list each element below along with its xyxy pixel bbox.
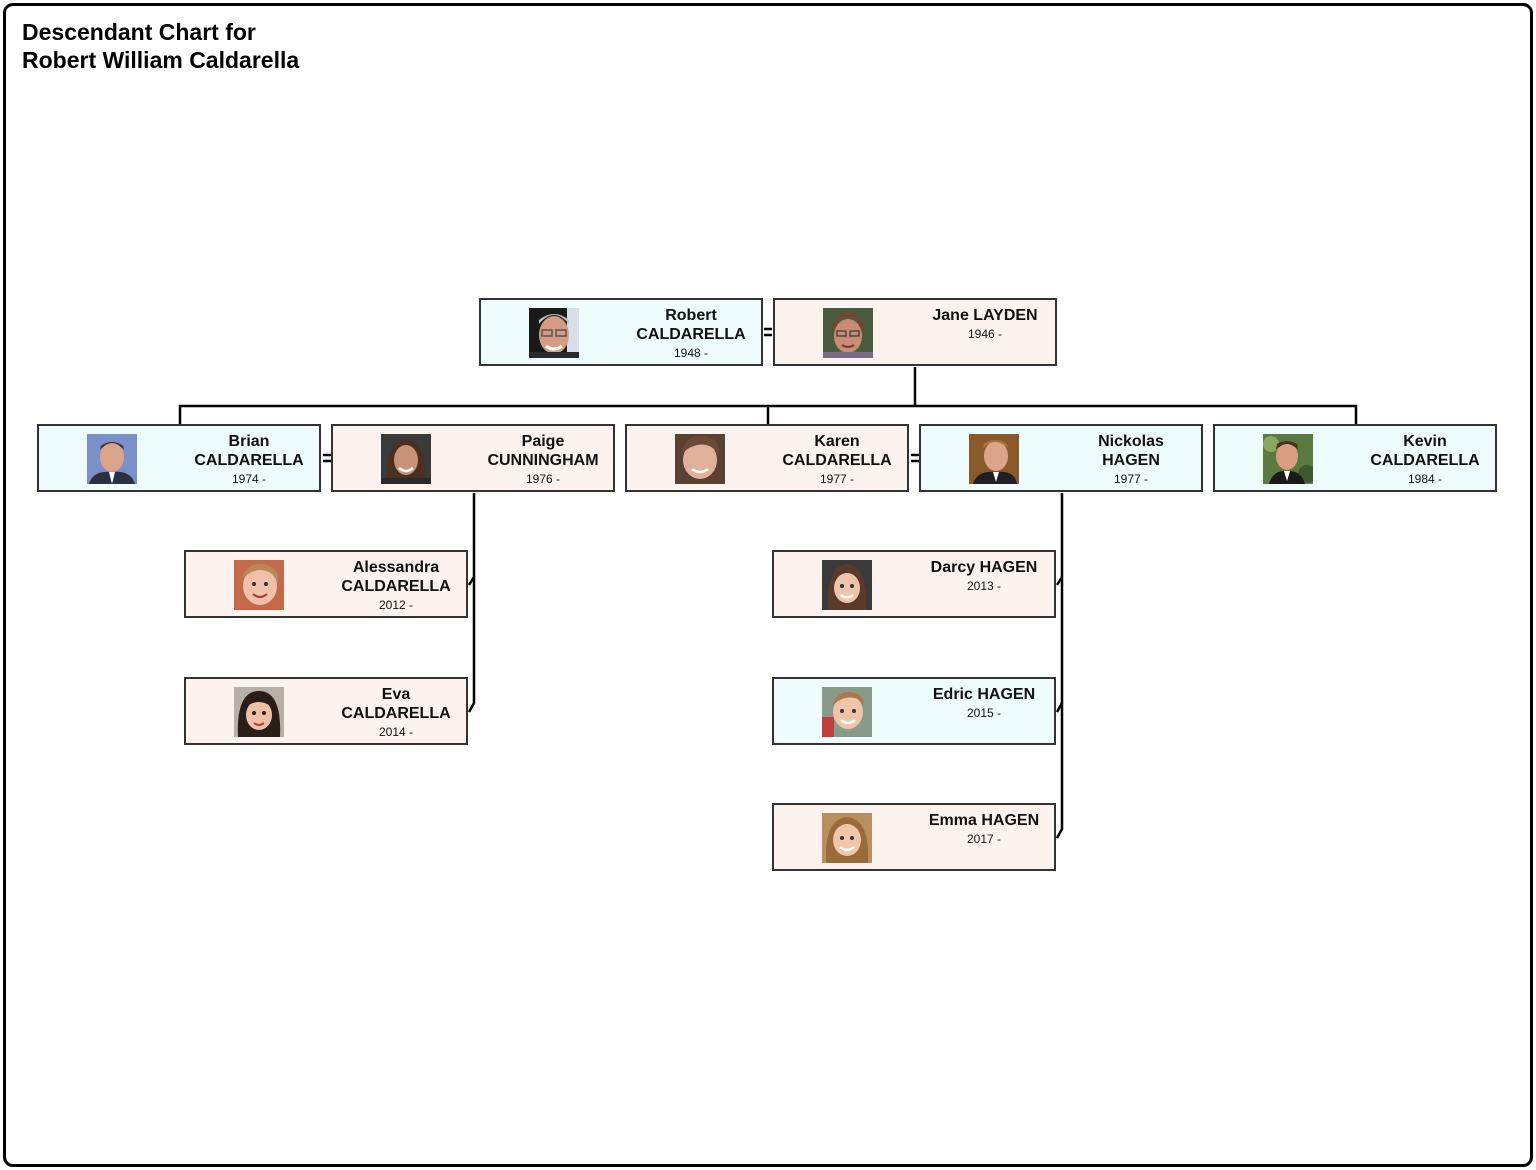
chart-title: Descendant Chart for Robert William Cald… <box>22 18 299 74</box>
person-dates: 2015 - <box>966 706 1002 720</box>
person-box-darcy[interactable]: Darcy HAGEN 2013 - <box>772 550 1056 618</box>
person-given-name: Brian <box>228 433 270 450</box>
portrait-photo <box>822 560 872 610</box>
person-box-emma[interactable]: Emma HAGEN 2017 - <box>772 803 1056 871</box>
person-dates: 1948 - <box>673 346 709 360</box>
person-given-name: Nickolas <box>1098 433 1164 450</box>
portrait-photo <box>675 434 725 484</box>
descent-line-karen-nickolas <box>1055 493 1064 839</box>
person-dates: 1976 - <box>525 472 561 486</box>
person-surname: CALDARELLA <box>782 452 892 469</box>
portrait-photo <box>234 560 284 610</box>
person-dates: 1977 - <box>1113 472 1149 486</box>
person-surname: CUNNINGHAM <box>487 452 599 469</box>
person-given-name: Emma HAGEN <box>928 812 1040 829</box>
person-given-name: Darcy HAGEN <box>930 559 1038 576</box>
person-box-karen[interactable]: Karen CALDARELLA 1977 - <box>625 424 909 492</box>
person-box-eva[interactable]: Eva CALDARELLA 2014 - <box>184 677 468 745</box>
person-given-name: Kevin <box>1403 433 1447 450</box>
descent-line-brian-paige <box>467 493 476 713</box>
person-given-name: Karen <box>814 433 860 450</box>
person-given-name: Eva <box>381 686 411 703</box>
person-surname: CALDARELLA <box>1370 452 1480 469</box>
person-dates: 1946 - <box>967 327 1003 341</box>
portrait-photo <box>381 434 431 484</box>
person-given-name: Robert <box>665 307 717 324</box>
person-box-alessandra[interactable]: Alessandra CALDARELLA 2012 - <box>184 550 468 618</box>
person-dates: 2017 - <box>966 832 1002 846</box>
person-surname: HAGEN <box>1102 452 1160 469</box>
portrait-photo <box>969 434 1019 484</box>
person-surname: CALDARELLA <box>194 452 304 469</box>
person-dates: 2014 - <box>378 725 414 739</box>
person-dates: 1977 - <box>819 472 855 486</box>
person-box-jane[interactable]: Jane LAYDEN 1946 - <box>773 298 1057 366</box>
portrait-photo <box>1263 434 1313 484</box>
portrait-photo <box>822 687 872 737</box>
person-surname: CALDARELLA <box>636 326 746 343</box>
person-given-name: Alessandra <box>352 559 440 576</box>
person-given-name: Jane LAYDEN <box>932 307 1038 324</box>
person-dates: 2012 - <box>378 598 414 612</box>
person-surname: CALDARELLA <box>341 578 451 595</box>
person-box-paige[interactable]: Paige CUNNINGHAM 1976 - <box>331 424 615 492</box>
portrait-photo <box>822 813 872 863</box>
person-box-kevin[interactable]: Kevin CALDARELLA 1984 - <box>1213 424 1497 492</box>
person-box-edric[interactable]: Edric HAGEN 2015 - <box>772 677 1056 745</box>
person-given-name: Paige <box>521 433 565 450</box>
person-box-brian[interactable]: Brian CALDARELLA 1974 - <box>37 424 321 492</box>
portrait-photo <box>234 687 284 737</box>
person-dates: 2013 - <box>966 579 1002 593</box>
chart-title-line2: Robert William Caldarella <box>22 47 300 73</box>
portrait-photo <box>823 308 873 358</box>
portrait-photo <box>87 434 137 484</box>
portrait-photo <box>529 308 579 358</box>
person-given-name: Edric HAGEN <box>932 686 1036 703</box>
person-box-nickolas[interactable]: Nickolas HAGEN 1977 - <box>919 424 1203 492</box>
person-surname: CALDARELLA <box>341 705 451 722</box>
person-box-robert[interactable]: Robert CALDARELLA 1948 - <box>479 298 763 366</box>
person-dates: 1974 - <box>231 472 267 486</box>
chart-title-line1: Descendant Chart for <box>22 19 256 45</box>
person-dates: 1984 - <box>1407 472 1443 486</box>
